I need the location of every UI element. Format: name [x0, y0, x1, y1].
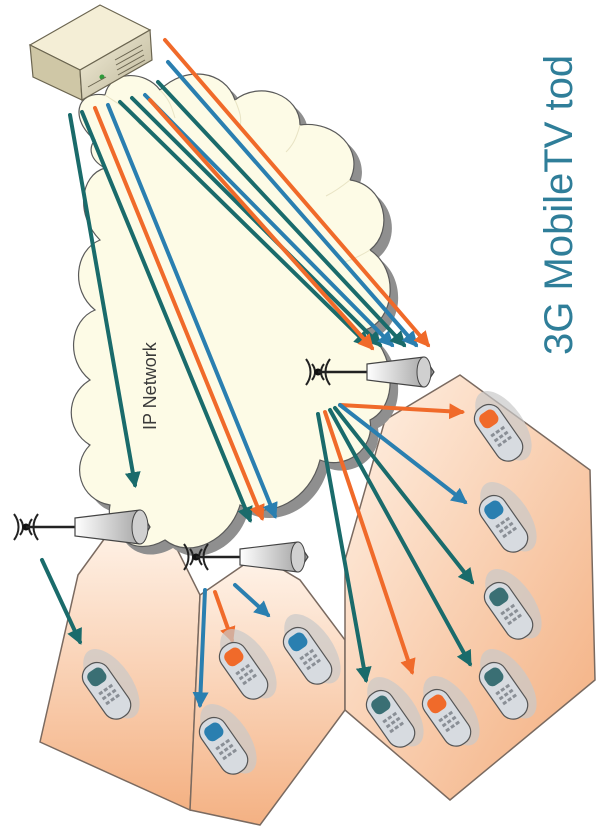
ip-network-label: IP Network: [140, 341, 160, 430]
cell-tower-icon: [14, 510, 150, 544]
diagram-title: 3G MobileTV tod: [537, 55, 581, 355]
